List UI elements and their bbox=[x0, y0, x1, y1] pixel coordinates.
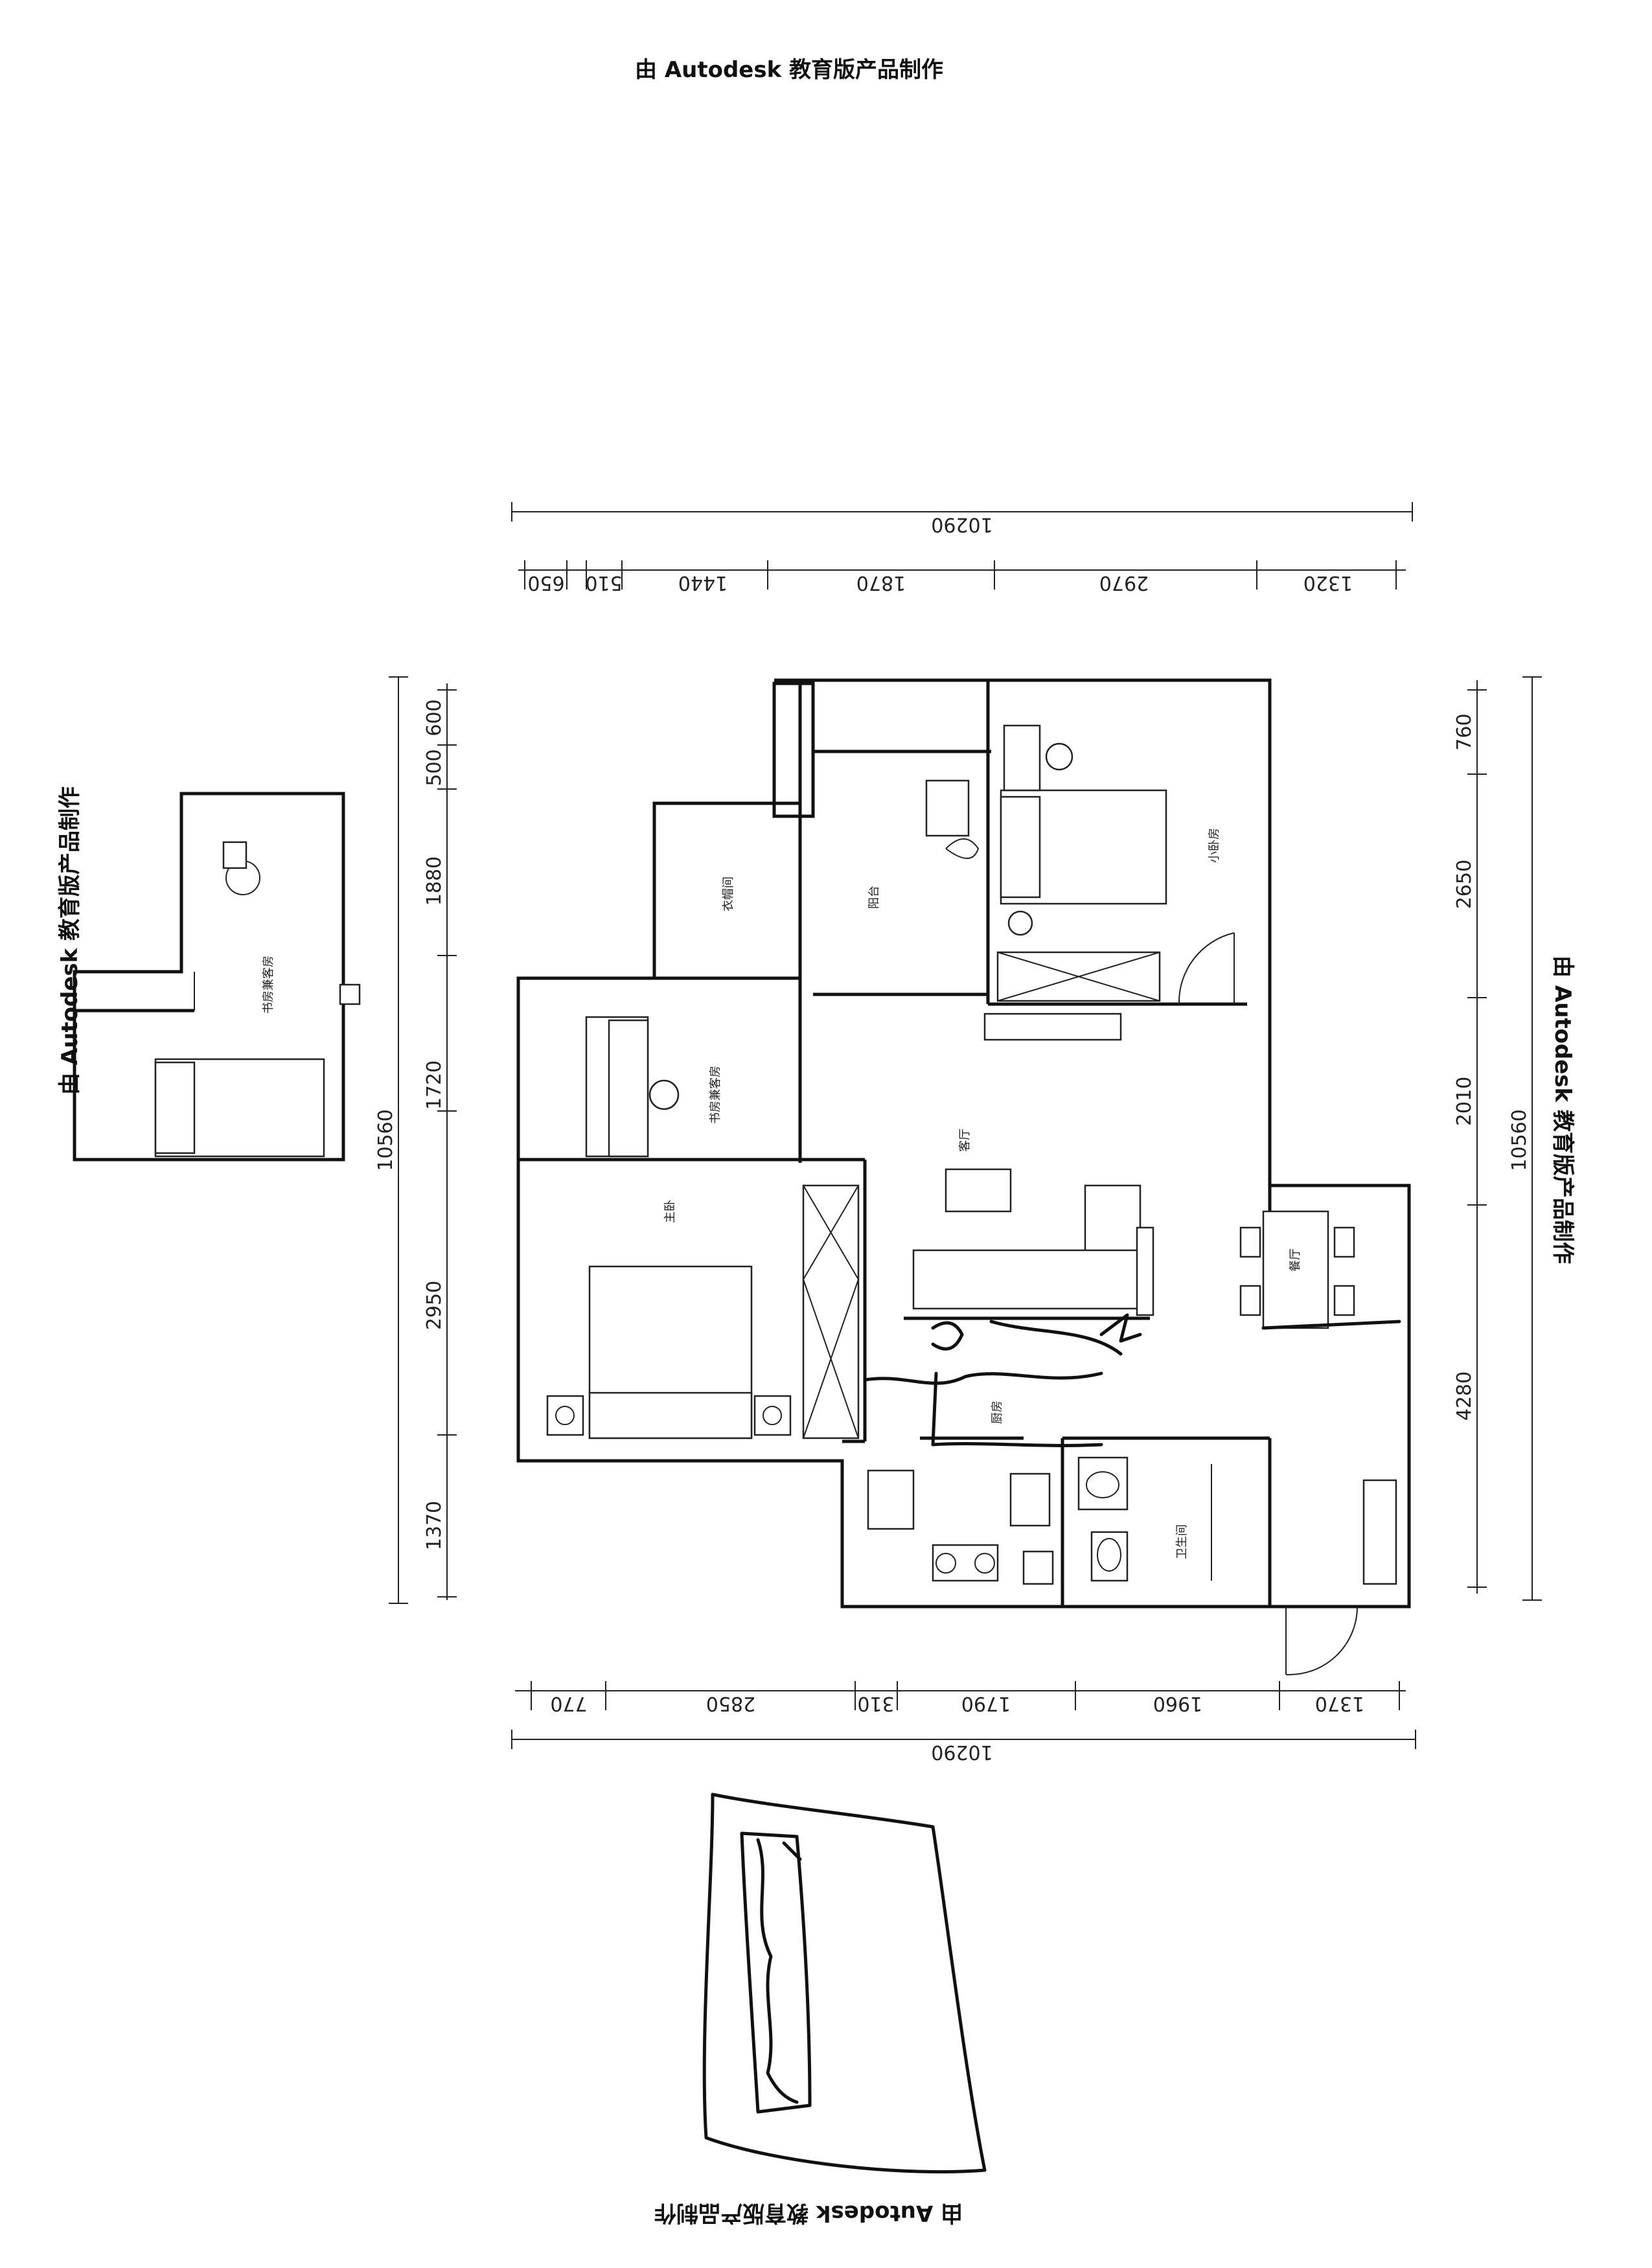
top-dim-6: 1320 bbox=[1303, 571, 1353, 594]
hand-sketch-marks bbox=[863, 1313, 1401, 1447]
bottom-total-dim: 10290 bbox=[931, 1741, 992, 1763]
bottom-dim-6: 1370 bbox=[1315, 1692, 1364, 1715]
inset-plan: 书房兼客房 bbox=[73, 792, 361, 1162]
small-bedroom-label: 小卧房 bbox=[1208, 828, 1221, 863]
right-dim-3: 2010 bbox=[1453, 1077, 1476, 1126]
master-bedroom-furniture: 主卧 bbox=[546, 1184, 860, 1439]
bedroom-door bbox=[1178, 932, 1235, 1005]
small-bedroom-furniture: 小卧房 bbox=[983, 724, 1221, 1041]
top-dimension-group: 10290 650 510 1440 1870 2970 1320 bbox=[511, 502, 1413, 594]
top-dim-3: 1440 bbox=[678, 571, 728, 594]
top-dim-2: 510 bbox=[585, 571, 622, 594]
bathroom-label: 卫生间 bbox=[1175, 1524, 1189, 1559]
balcony-furniture: 阳台 bbox=[867, 779, 980, 909]
left-total-dim: 10560 bbox=[374, 1109, 397, 1171]
cloakroom-label: 衣帽间 bbox=[722, 876, 735, 911]
left-dim-3: 1880 bbox=[423, 856, 446, 906]
top-dim-1: 650 bbox=[527, 571, 564, 594]
bottom-dimension-group: 770 2850 310 1790 1960 1370 10290 bbox=[511, 1681, 1416, 1763]
dining-furniture: 餐厅 bbox=[1239, 1210, 1397, 1585]
inset-study-label: 书房兼客房 bbox=[262, 956, 275, 1014]
top-dim-5: 2970 bbox=[1099, 571, 1149, 594]
left-dimension-group: 10560 600 500 1880 1720 2950 1370 bbox=[374, 676, 457, 1604]
bottom-dim-4: 1790 bbox=[961, 1692, 1011, 1715]
living-label: 客厅 bbox=[958, 1128, 972, 1152]
living-furniture: 客厅 bbox=[904, 1128, 1154, 1320]
kitchen-furniture: 厨房 bbox=[867, 1401, 1054, 1585]
bottom-dim-5: 1960 bbox=[1153, 1692, 1202, 1715]
top-total-dim: 10290 bbox=[931, 513, 992, 536]
right-dim-1: 760 bbox=[1453, 713, 1476, 750]
right-dimension-group: 760 2650 2010 4280 10560 bbox=[1453, 676, 1542, 1601]
master-bedroom-label: 主卧 bbox=[663, 1200, 677, 1223]
left-dim-5: 2950 bbox=[423, 1281, 446, 1330]
left-dim-4: 1720 bbox=[423, 1060, 446, 1110]
cloakroom: 衣帽间 bbox=[722, 876, 735, 911]
right-total-dim: 10560 bbox=[1508, 1109, 1531, 1171]
left-dim-6: 1370 bbox=[423, 1501, 446, 1550]
exterior-walls bbox=[516, 678, 1411, 1609]
left-dim-1: 600 bbox=[423, 699, 446, 736]
bottom-dim-1: 770 bbox=[550, 1692, 587, 1715]
watermark-top: 由 Autodesk 教育版产品制作 bbox=[635, 57, 944, 83]
top-dim-4: 1870 bbox=[856, 571, 906, 594]
right-dim-2: 2650 bbox=[1453, 860, 1476, 909]
right-dim-4: 4280 bbox=[1453, 1371, 1476, 1421]
kitchen-label: 厨房 bbox=[991, 1401, 1004, 1424]
left-dim-2: 500 bbox=[423, 749, 446, 786]
study-furniture: 书房兼客房 bbox=[585, 1016, 722, 1158]
bottom-dim-3: 310 bbox=[857, 1692, 894, 1715]
dining-label: 餐厅 bbox=[1289, 1248, 1302, 1272]
balcony-label: 阳台 bbox=[867, 886, 881, 909]
entrance-door bbox=[1285, 1606, 1359, 1676]
bottom-sketch bbox=[702, 1793, 987, 2174]
bathroom-furniture: 卫生间 bbox=[1077, 1456, 1212, 1582]
bottom-dim-2: 2850 bbox=[706, 1692, 755, 1715]
study-label: 书房兼客房 bbox=[709, 1066, 722, 1124]
